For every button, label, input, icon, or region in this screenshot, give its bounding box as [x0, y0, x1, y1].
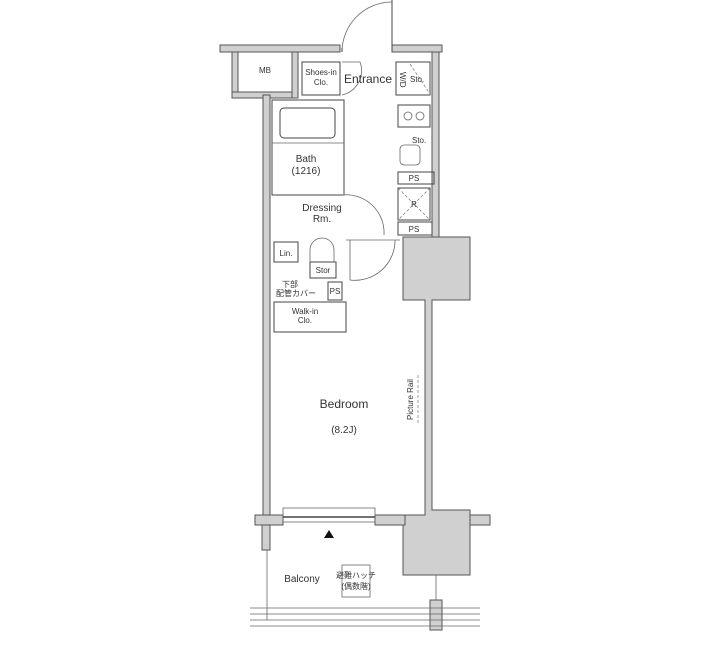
label-dressing-2: Rm.: [313, 214, 331, 225]
label-pipe-cover-1: 下部: [282, 279, 298, 289]
label-shoes-in-2: Clo.: [314, 78, 328, 87]
walls: [219, 44, 491, 631]
balcony-window[interactable]: [282, 507, 376, 538]
escape-hatch[interactable]: [341, 564, 371, 598]
label-sto-kitchen: Sto.: [412, 136, 426, 145]
label-balcony: Balcony: [284, 574, 320, 585]
label-stor: Stor: [316, 266, 331, 275]
label-bath: Bath: [296, 154, 317, 165]
label-ps-1: PS: [409, 174, 420, 183]
label-walkin-1: Walk-in: [292, 307, 318, 316]
label-linen: Lin.: [280, 249, 293, 258]
balcony-railing: [250, 550, 480, 627]
label-hatch-1: 避難ハッチ: [336, 570, 376, 580]
label-ps-2: PS: [409, 225, 420, 234]
label-ps-3: PS: [330, 287, 341, 296]
label-bath-size: (1216): [292, 166, 321, 177]
entrance-door[interactable]: [341, 0, 393, 53]
label-dressing-1: Dressing: [302, 203, 341, 214]
label-bedroom-size: (8.2J): [331, 425, 357, 436]
label-shoes-in-1: Shoes-in: [305, 68, 337, 77]
label-bedroom: Bedroom: [320, 397, 369, 411]
entry-arrow-icon: [324, 530, 334, 538]
label-pipe-cover-2: 配管カバー: [276, 288, 316, 298]
label-sto-top: Sto.: [410, 75, 424, 84]
partitions: [271, 61, 435, 425]
label-mb: MB: [259, 66, 271, 75]
label-hatch-2: (偶数階): [341, 581, 371, 591]
label-picture-rail: Picture Rail: [406, 379, 415, 420]
label-walkin-2: Clo.: [298, 316, 312, 325]
label-fridge: R: [411, 200, 417, 209]
label-wd: W/D: [398, 72, 407, 88]
label-entrance: Entrance: [344, 72, 392, 86]
